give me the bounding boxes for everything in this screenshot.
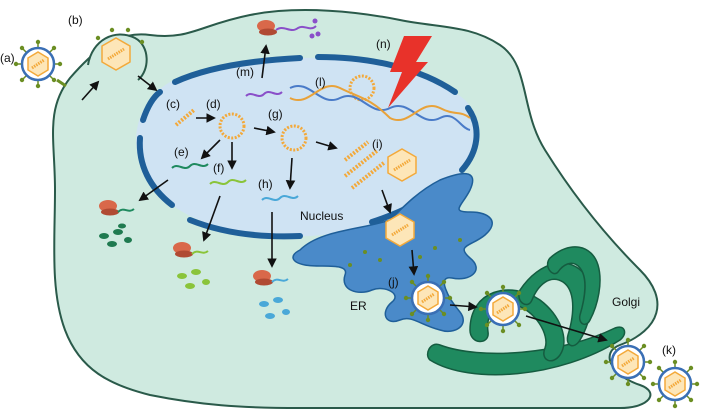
dna-helix-icon (289, 85, 471, 131)
rna-strand-icon-f (209, 179, 247, 185)
label-n: (n) (376, 37, 391, 51)
protein-icon-e (99, 223, 132, 247)
label-k: (k) (662, 343, 676, 357)
genome-icon-c (174, 108, 196, 127)
capsid-icon-i (386, 147, 418, 183)
virion-icon-k2 (649, 358, 701, 410)
label-c: (c) (166, 97, 180, 111)
label-a: (a) (0, 51, 15, 65)
label-j: (j) (388, 275, 399, 289)
linear-genomes-icon-i (343, 140, 387, 190)
label-h: (h) (258, 177, 273, 191)
label-m: (m) (236, 65, 254, 79)
er-label: ER (350, 299, 367, 313)
label-b: (b) (68, 13, 83, 27)
virion-icon-golgi (477, 283, 529, 335)
virion-icon-a (12, 38, 64, 90)
nuclear-envelope (136, 54, 480, 240)
virion-icon-j (402, 272, 454, 324)
arrow-icon (81, 44, 608, 343)
protein-icon-h (259, 297, 290, 319)
nucleus-label: Nucleus (300, 209, 343, 223)
label-i: (i) (372, 137, 383, 151)
virion-icon-k1 (602, 336, 654, 388)
capsid-icon-er (384, 212, 416, 248)
nucleus (136, 57, 480, 237)
label-e: (e) (174, 145, 189, 159)
rna-strand-icon-m (245, 91, 283, 97)
rna-strand-icon-e (171, 163, 209, 169)
label-d: (d) (206, 97, 221, 111)
protein-icon-f (177, 269, 210, 289)
label-l: (l) (315, 75, 326, 89)
label-f: (f) (213, 161, 224, 175)
label-g: (g) (268, 107, 283, 121)
lightning-icon (388, 36, 432, 108)
rna-strand-icon-h (261, 195, 299, 201)
golgi-label: Golgi (612, 295, 640, 309)
capsid-icon-b (100, 36, 132, 72)
